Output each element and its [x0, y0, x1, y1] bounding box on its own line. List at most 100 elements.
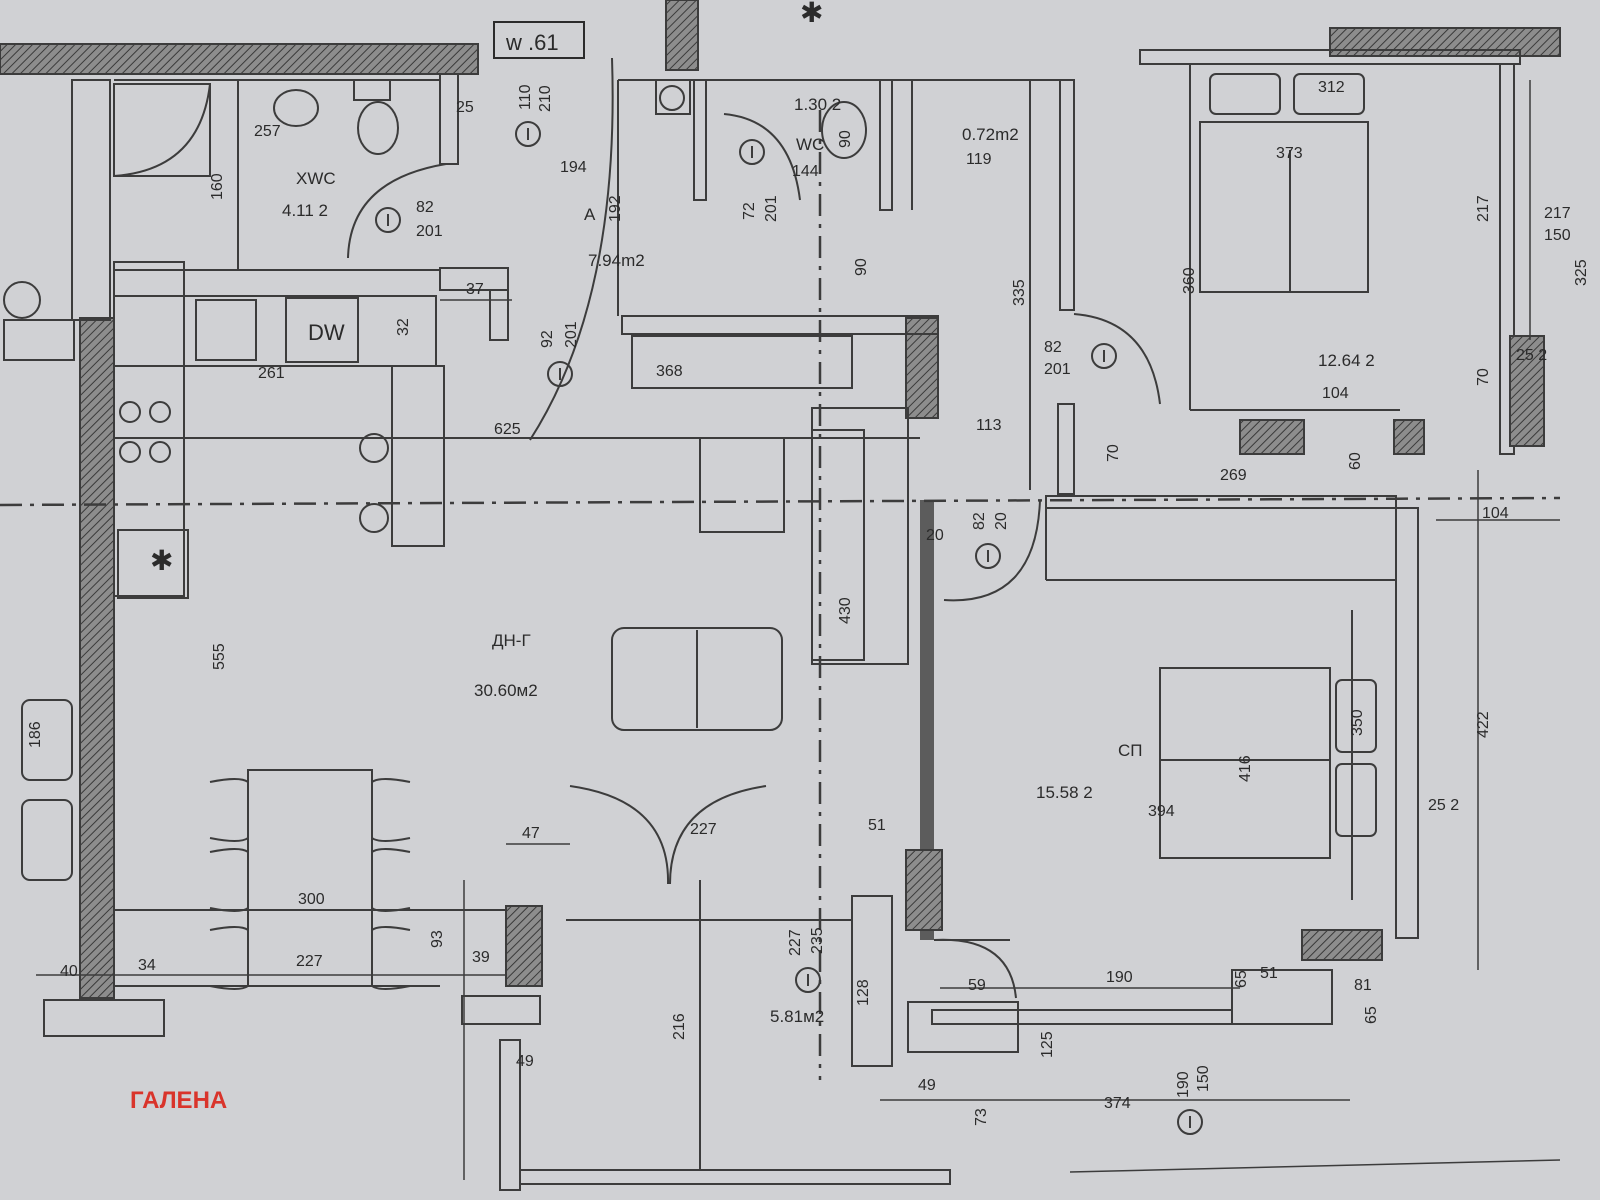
dim-210: 210 [537, 85, 554, 112]
dim-217-right: 217 [1544, 205, 1571, 222]
dim-65-top: 65 [1233, 970, 1250, 988]
living-area: 30.60м2 [474, 681, 538, 700]
bedroom2-area: 15.58 2 [1036, 783, 1093, 802]
walls [0, 0, 1561, 1191]
dim-430: 430 [837, 597, 854, 624]
dim-20-vert: 20 [993, 512, 1010, 530]
bath-name: XWC [296, 169, 336, 188]
dim-39: 39 [472, 949, 490, 966]
dim-60: 60 [1347, 452, 1364, 470]
dim-125: 125 [1039, 1031, 1056, 1058]
dim-92: 92 [539, 330, 556, 348]
dim-144: 144 [792, 163, 819, 180]
dim-217: 217 [1475, 195, 1492, 222]
dim-160: 160 [209, 173, 226, 200]
dim-128: 128 [855, 979, 872, 1006]
closet-area: 0.72m2 [962, 125, 1019, 144]
dim-65: 65 [1363, 1006, 1380, 1024]
dim-373: 373 [1276, 145, 1303, 162]
dimension-texts-vertical: 110 210 160 192 72 201 90 90 32 92 201 3… [27, 84, 1590, 1126]
dim-37: 37 [466, 281, 484, 298]
dim-40: 40 [60, 963, 78, 980]
dim-300: 300 [298, 891, 325, 908]
dim-49-left: 49 [516, 1053, 534, 1070]
light-fixtures [375, 121, 1203, 1135]
dim-82-bed: 82 [1044, 339, 1062, 356]
hall-area: 7.94m2 [588, 251, 645, 270]
dim-72: 72 [741, 202, 758, 220]
dim-150-bottom: 150 [1195, 1065, 1212, 1092]
axis-lines [0, 110, 1561, 1080]
dimension-texts: 257 25 82 201 194 144 119 37 368 625 261… [60, 79, 1571, 1112]
dim-261: 261 [258, 365, 285, 382]
dim-32: 32 [395, 318, 412, 336]
dim-216: 216 [671, 1013, 688, 1040]
dim-119: 119 [966, 151, 992, 168]
dim-34: 34 [138, 957, 156, 974]
dim-70: 70 [1105, 444, 1122, 462]
dim-201-wc: 201 [763, 195, 780, 222]
room-labels: XWC 4.11 2 A 7.94m2 1.30 2 WC 0.72m2 ДН-… [282, 95, 1375, 1026]
interior-lines [114, 64, 1400, 1170]
dim-368: 368 [656, 363, 683, 380]
dim-422: 422 [1475, 711, 1492, 738]
dim-394: 394 [1148, 803, 1175, 820]
dim-625: 625 [494, 421, 521, 438]
dim-82-bath: 82 [416, 199, 434, 216]
dim-20: 20 [926, 527, 944, 544]
fridge-snowflake-icon: ✱ [150, 545, 173, 576]
dim-416: 416 [1237, 755, 1254, 782]
dim-73: 73 [973, 1108, 990, 1126]
bath-area: 4.11 2 [282, 201, 328, 220]
dim-113: 113 [976, 417, 1002, 434]
furniture [3, 73, 1377, 990]
wc-name: WC [796, 135, 824, 154]
brand-label: ГАЛЕНА [130, 1087, 227, 1114]
doors [347, 57, 1161, 999]
dim-555: 555 [211, 643, 228, 670]
dishwasher-symbol: DW [308, 320, 345, 345]
dim-51-right: 51 [1260, 965, 1278, 982]
dim-201-bed: 201 [1044, 361, 1071, 378]
dim-186: 186 [27, 721, 44, 748]
dim-25-2-bottom: 25 2 [1428, 797, 1459, 814]
bedroom2-name: СП [1118, 741, 1143, 760]
dim-269: 269 [1220, 467, 1247, 484]
dim-194: 194 [560, 159, 587, 176]
dim-90: 90 [853, 258, 870, 276]
dim-49-bottom: 49 [918, 1077, 936, 1094]
dim-104-right: 104 [1482, 505, 1509, 522]
dim-350: 350 [1349, 709, 1366, 736]
dim-104-top: 104 [1322, 385, 1349, 402]
dim-257: 257 [254, 123, 281, 140]
living-name: ДН-Г [492, 631, 531, 650]
dim-51-left: 51 [868, 817, 886, 834]
dim-374: 374 [1104, 1095, 1131, 1112]
dim-47: 47 [522, 825, 540, 842]
balcony-area: 5.81м2 [770, 1007, 824, 1026]
dim-312: 312 [1318, 79, 1345, 96]
dim-190: 190 [1106, 969, 1133, 986]
dim-82-door: 82 [971, 512, 988, 530]
bedroom1-area: 12.64 2 [1318, 351, 1375, 370]
dim-227-door: 227 [690, 821, 717, 838]
dim-93: 93 [429, 930, 446, 948]
plan-tag-label: w .61 [505, 30, 559, 55]
dim-227-bal: 227 [787, 929, 804, 956]
dim-90-wc: 90 [837, 130, 854, 148]
dim-190-bottom: 190 [1175, 1071, 1192, 1098]
dim-150-right: 150 [1544, 227, 1571, 244]
dim-192: 192 [607, 195, 624, 222]
dim-360: 360 [1181, 267, 1198, 294]
dim-25-2-top: 25 2 [1516, 347, 1547, 364]
dim-110: 110 [517, 84, 534, 110]
dim-235: 235 [809, 927, 826, 954]
dim-325: 325 [1573, 259, 1590, 286]
vent-snowflake-icon: ✱ [800, 0, 823, 28]
dim-25: 25 [456, 99, 474, 116]
dim-59: 59 [968, 977, 986, 994]
dim-70-top: 70 [1475, 368, 1492, 386]
dim-201-bath: 201 [416, 223, 443, 240]
hall-name: A [584, 205, 596, 224]
